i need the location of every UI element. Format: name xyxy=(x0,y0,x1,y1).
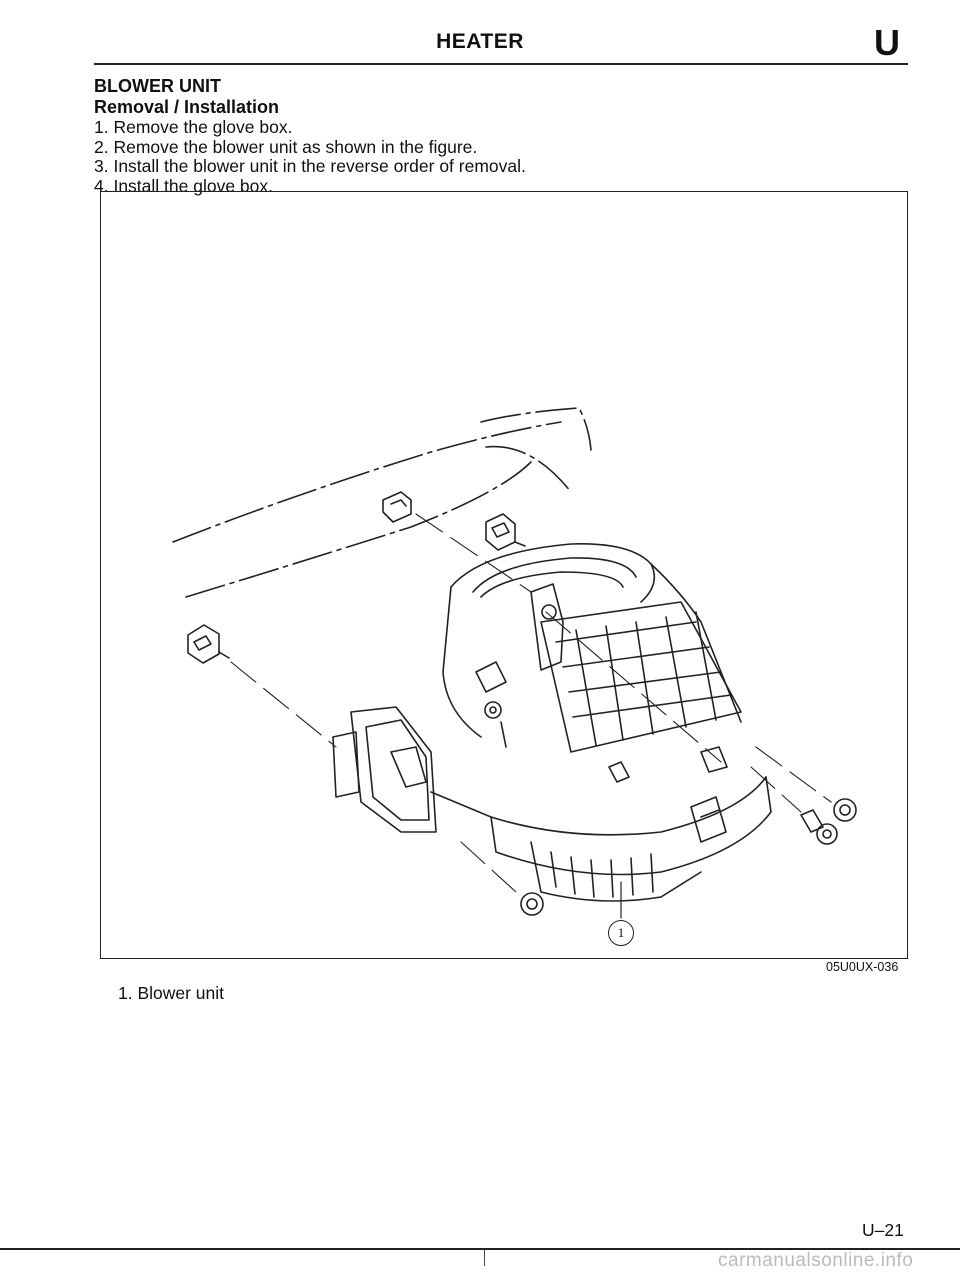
nut-right xyxy=(833,798,857,822)
callout-1-label: 1 xyxy=(608,920,634,946)
procedure-heading: Removal / Installation xyxy=(94,97,280,117)
step-item: 1. Remove the glove box. xyxy=(94,117,293,137)
watermark-text: carmanualsonline.info xyxy=(718,1250,914,1271)
section-letter: U xyxy=(874,22,900,63)
nut-bottom xyxy=(520,892,544,916)
mounting-clip-right xyxy=(485,513,526,551)
section-heading: BLOWER UNIT xyxy=(94,76,221,96)
procedure-steps: 1. Remove the glove box. 2. Remove the b… xyxy=(94,117,526,196)
dashboard-outline xyxy=(172,407,592,598)
page-number: U–21 xyxy=(862,1220,904,1240)
figure-frame xyxy=(100,191,908,959)
figure-caption: 1. Blower unit xyxy=(118,983,225,1003)
figure-code: 05U0UX-036 xyxy=(826,960,899,974)
blower-unit-illustration xyxy=(172,407,857,919)
header-rule xyxy=(94,63,908,65)
fastener-leader-lines xyxy=(230,513,832,893)
mounting-clip-left xyxy=(187,624,230,664)
mounting-clip-center xyxy=(382,491,412,523)
step-item: 3. Install the blower unit in the revers… xyxy=(94,156,526,176)
blower-housing xyxy=(332,543,772,902)
step-item: 2. Remove the blower unit as shown in th… xyxy=(94,136,478,157)
page-header-title: HEATER xyxy=(436,30,524,53)
footer-rule xyxy=(0,1248,960,1250)
footer-tick xyxy=(484,1250,485,1266)
step-item: 4. Install the glove box. xyxy=(94,175,273,196)
bolt-right xyxy=(800,809,838,845)
